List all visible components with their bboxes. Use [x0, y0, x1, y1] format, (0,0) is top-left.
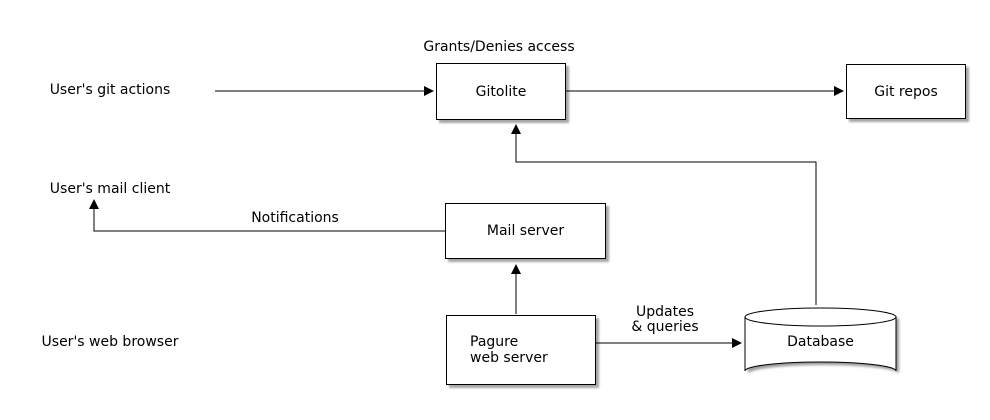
pagure-web-server-label: Pagure web server	[470, 334, 548, 366]
grants-denies-access-label: Grants/Denies access	[423, 39, 575, 55]
database-body	[744, 307, 897, 372]
database-rim	[744, 316, 897, 327]
git-repos-node: Git repos	[846, 64, 966, 119]
users-web-browser-node: User's web browser	[41, 334, 179, 350]
pagure-web-server-node: Pagure web server	[446, 315, 596, 385]
users-git-actions-node: User's git actions	[49, 82, 171, 98]
database-node	[744, 307, 899, 374]
edge-database-to-gitolite	[511, 124, 817, 305]
mail-server-label: Mail server	[486, 223, 565, 239]
gitolite-node: Gitolite	[436, 63, 566, 120]
mail-server-node: Mail server	[445, 203, 606, 259]
users-mail-client-node: User's mail client	[49, 181, 171, 197]
database-label: Database	[787, 334, 854, 350]
gitolite-label: Gitolite	[475, 83, 527, 100]
notifications-label: Notifications	[251, 210, 339, 226]
updates-queries-label: Updates & queries	[631, 304, 699, 335]
edge-mail-server-to-mail-client	[89, 199, 446, 232]
database-label-wrap: Database	[745, 310, 896, 374]
git-repos-label: Git repos	[874, 83, 938, 100]
